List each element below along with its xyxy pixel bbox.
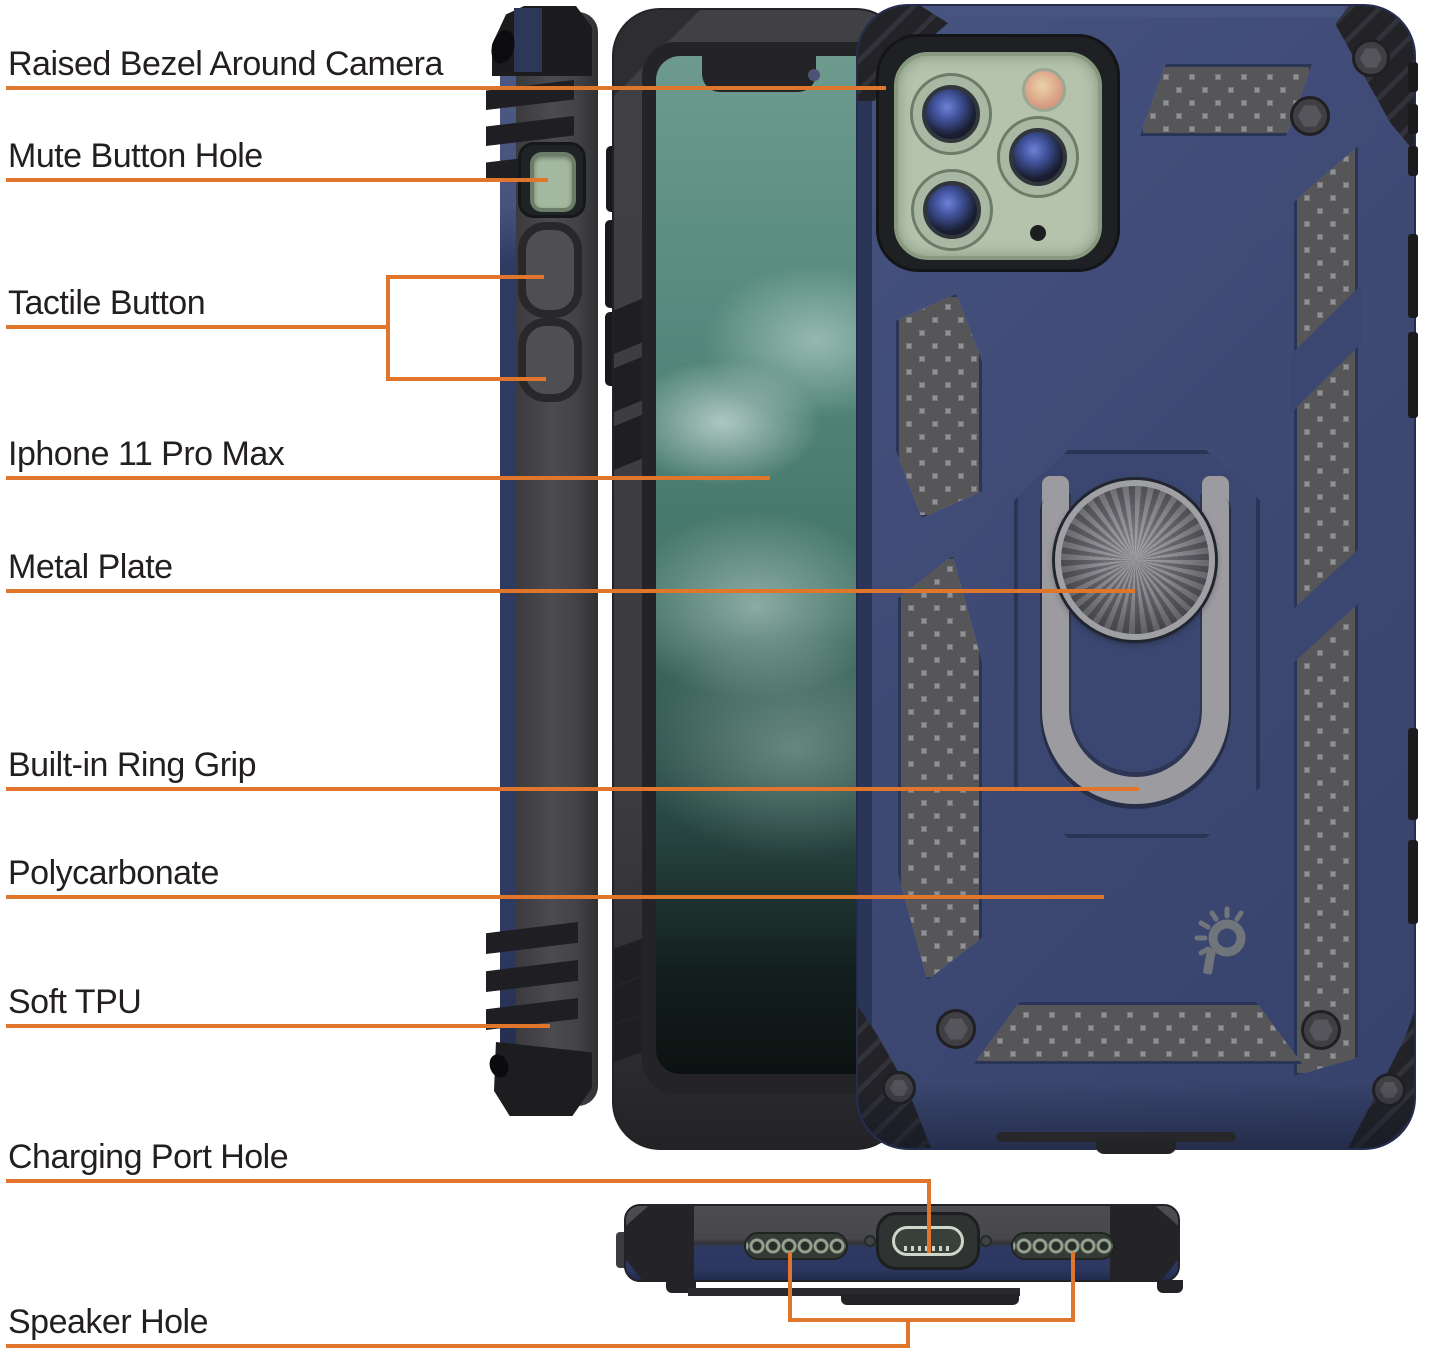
edge-button	[1408, 840, 1418, 924]
leader-line-polycarbonate	[6, 895, 1104, 899]
hex-bolt-head	[944, 1018, 968, 1040]
hex-bolt	[1301, 1010, 1341, 1050]
leader-line-mute-button	[6, 178, 548, 182]
camera-mic-dot	[1030, 225, 1046, 241]
leader-line-raised-bezel	[6, 86, 886, 90]
hex-bolt	[936, 1009, 976, 1049]
edge-ridge	[1408, 146, 1418, 176]
case-bottom-view	[616, 1196, 1186, 1308]
back-bottom-lip	[996, 1132, 1236, 1142]
hex-bolt	[1290, 96, 1330, 136]
camera-lens-glass	[923, 181, 981, 239]
mesh-panel-left-lower	[898, 556, 982, 980]
volume-up-button	[518, 222, 582, 318]
callout-label-metal-plate: Metal Plate	[8, 548, 173, 586]
speaker-grille-right	[1011, 1232, 1115, 1260]
leader-line-speaker-left-riser	[788, 1252, 792, 1322]
back-left-bevel	[858, 64, 872, 1084]
callout-label-soft-tpu: Soft TPU	[8, 983, 142, 1021]
camera-lens-glass	[922, 85, 980, 143]
camera-lens	[911, 169, 993, 251]
edge-ridge	[1408, 62, 1418, 92]
speaker-grille-left	[744, 1232, 848, 1260]
mesh-panel-top	[1140, 64, 1312, 136]
port-screw	[864, 1235, 876, 1247]
leader-line-charging-port	[6, 1179, 931, 1183]
callout-label-polycarbonate: Polycarbonate	[8, 854, 219, 892]
leader-line-iphone-model	[6, 476, 770, 480]
mesh-panel-left-upper	[896, 294, 982, 518]
hex-bolt-head	[1360, 48, 1382, 68]
hex-bolt-head	[1298, 105, 1322, 127]
leader-line-ring-grip	[6, 787, 1139, 791]
leader-line-tactile-top-arm	[386, 275, 544, 279]
side-bottom-cap	[494, 1042, 592, 1116]
callout-label-tactile-button: Tactile Button	[8, 284, 206, 322]
case-side-view	[486, 6, 608, 1118]
camera-lens-glass	[1009, 128, 1067, 186]
back-top-bevel	[914, 6, 1344, 17]
leader-line-speaker-right-riser	[1071, 1252, 1075, 1322]
power-button-edge	[1408, 234, 1418, 318]
hex-bolt-head	[1309, 1019, 1333, 1041]
callout-label-speaker-hole: Speaker Hole	[8, 1303, 209, 1341]
callout-label-ring-grip: Built-in Ring Grip	[8, 746, 256, 784]
grip-ridge	[614, 356, 644, 412]
callout-label-mute-button-hole: Mute Button Hole	[8, 137, 263, 175]
leader-line-speaker-drop	[906, 1320, 910, 1348]
callout-label-raised-bezel: Raised Bezel Around Camera	[8, 45, 443, 83]
grip-ridge	[614, 414, 644, 470]
leader-line-tactile-bottom-arm	[386, 377, 546, 381]
leader-line-soft-tpu	[6, 1024, 550, 1028]
iphone-screen-wallpaper	[656, 56, 878, 1074]
case-back-view	[856, 4, 1418, 1156]
leader-line-speaker-underline	[6, 1344, 910, 1348]
case-front-view	[605, 8, 904, 1152]
punkcase-sun-gear-logo-icon	[1194, 906, 1246, 975]
corner-bumper-top-right	[1335, 6, 1414, 156]
leader-line-metal-plate	[6, 589, 1135, 593]
back-case-body	[856, 4, 1416, 1150]
metal-plate	[1055, 480, 1215, 640]
camera-flash	[1022, 68, 1066, 112]
bottom-tab	[841, 1294, 1019, 1305]
leader-line-charging-port-drop	[927, 1179, 931, 1253]
case-foot	[1157, 1280, 1183, 1293]
callout-label-iphone-model: Iphone 11 Pro Max	[8, 435, 285, 473]
edge-button	[1408, 332, 1418, 418]
front-case-frame	[612, 8, 904, 1150]
leader-line-tactile-underline	[6, 325, 390, 329]
side-top-cap-blue-facet	[514, 8, 542, 72]
hex-bolt	[1352, 39, 1390, 77]
back-bottom-tab	[1096, 1140, 1176, 1154]
volume-down-button	[518, 318, 582, 402]
bottom-lip	[688, 1288, 1020, 1296]
grip-ridge	[614, 298, 644, 354]
leader-line-tactile-bracket	[386, 275, 390, 381]
earpiece-camera-dot	[808, 69, 820, 81]
leader-line-speaker-connector	[788, 1318, 1075, 1322]
mute-switch	[530, 152, 576, 212]
edge-ridge	[1408, 104, 1418, 134]
camera-lens	[997, 116, 1079, 198]
port-screw	[980, 1235, 992, 1247]
callout-label-charging-port-hole: Charging Port Hole	[8, 1138, 289, 1176]
mesh-panel-bottom	[974, 1002, 1302, 1064]
edge-button	[1408, 728, 1418, 820]
camera-lens	[910, 73, 992, 155]
